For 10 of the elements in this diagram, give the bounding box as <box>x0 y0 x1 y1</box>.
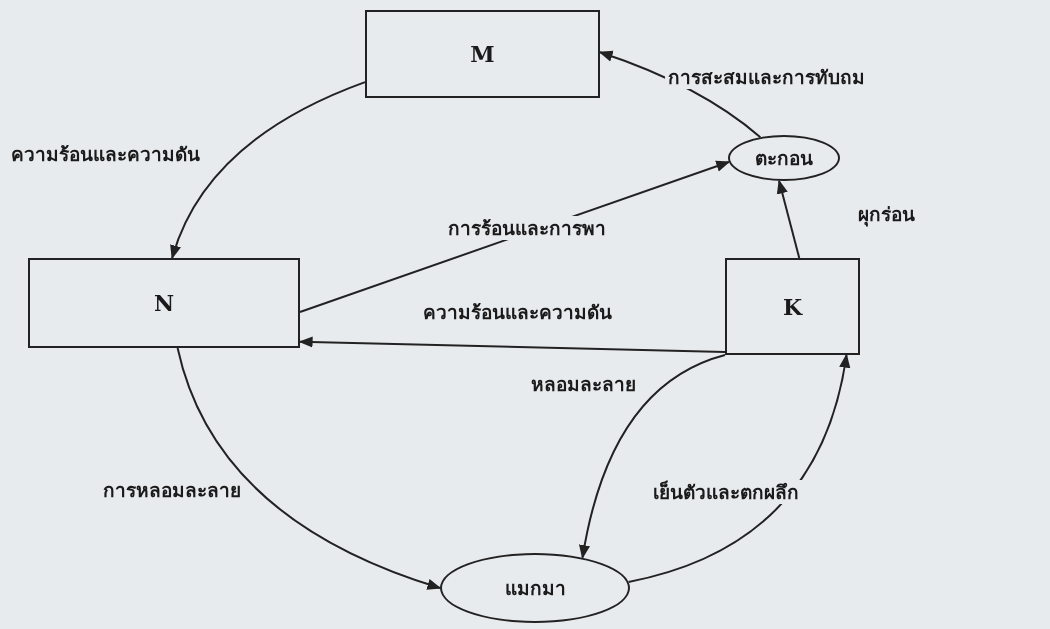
process-box: M <box>365 10 600 98</box>
arrow <box>627 353 850 583</box>
process-box: K <box>725 258 860 355</box>
arrow <box>176 347 442 590</box>
arrow <box>170 81 366 260</box>
ellipse-node: แมกมา <box>440 553 630 623</box>
arrow <box>776 179 801 259</box>
process-box: N <box>28 258 300 348</box>
ellipse-node: ตะกอน <box>728 135 840 181</box>
arrow <box>579 354 726 560</box>
